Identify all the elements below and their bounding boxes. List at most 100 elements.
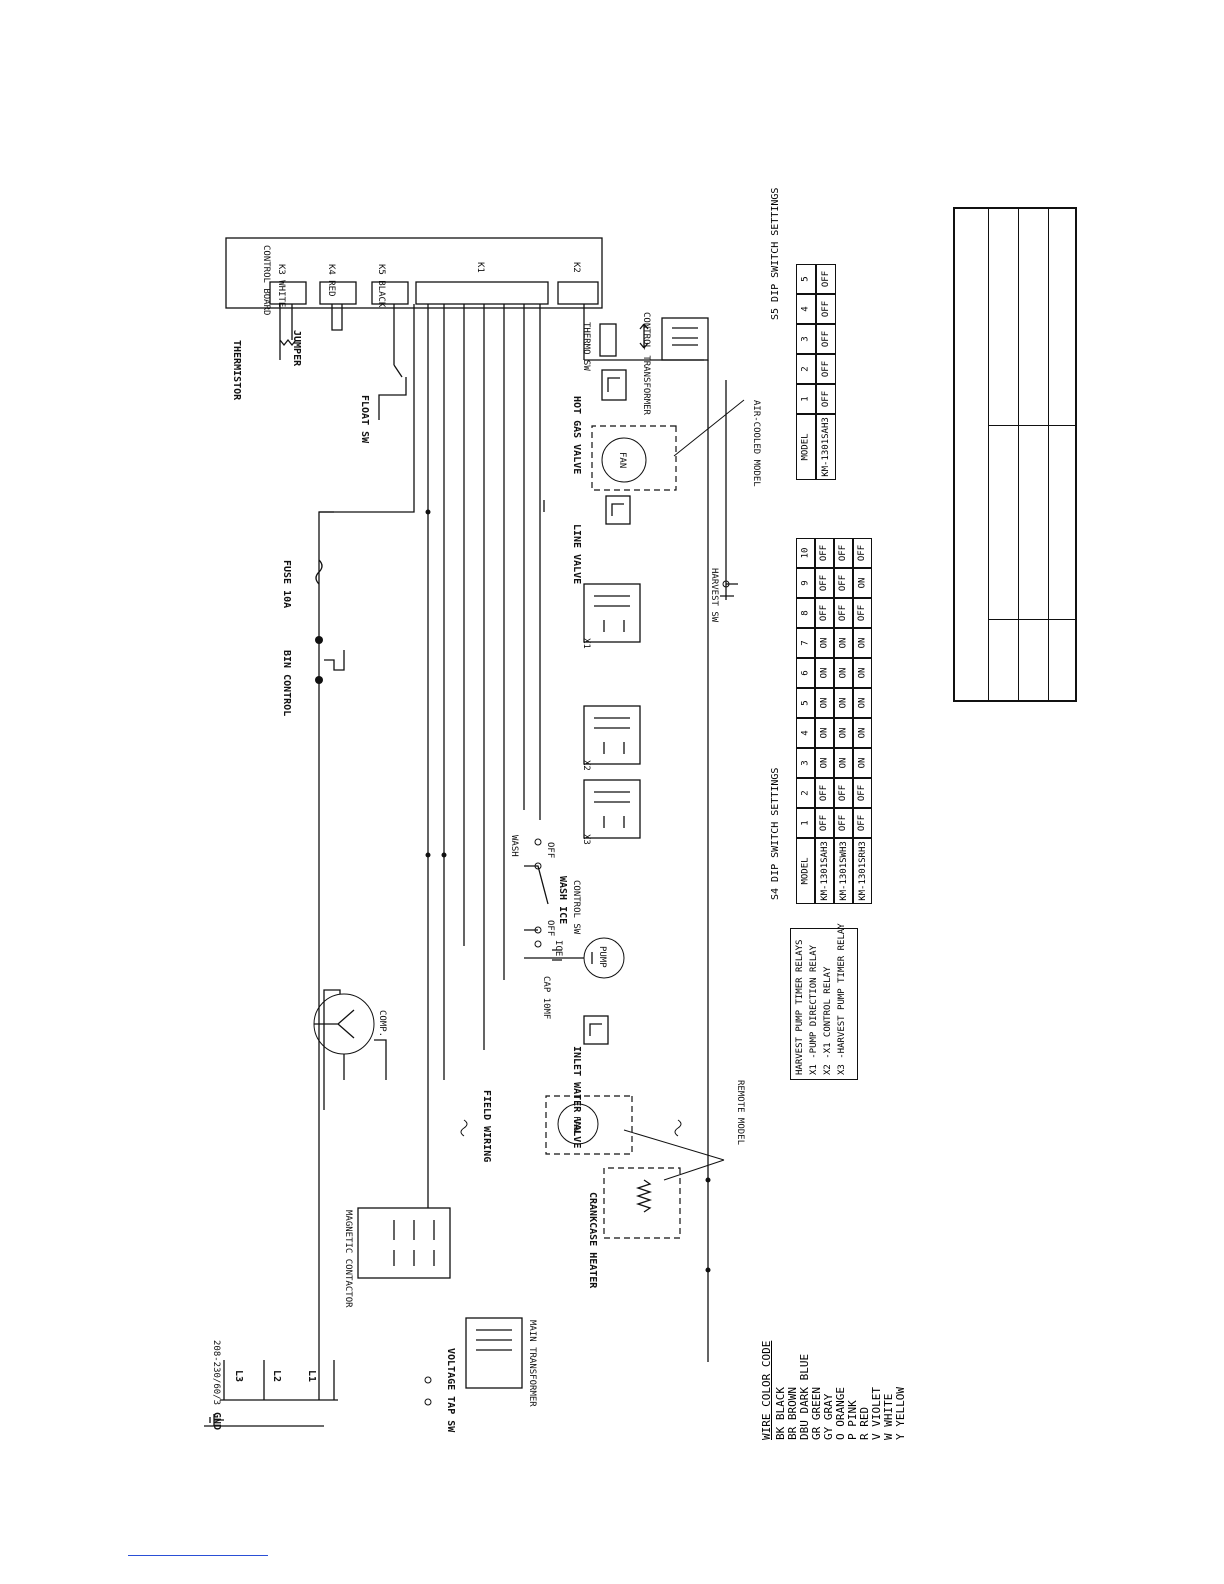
control-switch-off-1: OFF — [545, 842, 555, 858]
junction-5 — [705, 1267, 711, 1273]
s4-dip-table-cell: OFF — [815, 808, 834, 838]
thermistor-symbol — [279, 304, 297, 360]
fan-remote-dash — [545, 1095, 633, 1155]
line-valve-coil — [611, 503, 624, 516]
connector-k3-label: K3 WHITE — [276, 264, 286, 307]
connector-k1 — [415, 281, 549, 305]
s4-dip-table-cell: OFF — [815, 568, 834, 598]
control-board: CONTROL BOARD K3 WHITE K4 RED K5 BLACK K… — [225, 237, 603, 315]
s4-dip-table-header-cell: 7 — [796, 628, 815, 658]
rotated-schematic: CONTROL BOARD K3 WHITE K4 RED K5 BLACK K… — [204, 237, 761, 1433]
s5-dip-table-cell: OFF — [816, 294, 836, 324]
s4-dip-table-cell: OFF — [853, 538, 872, 568]
bin-control-contact-1 — [315, 636, 323, 644]
control-switch-ice: ICE — [553, 940, 563, 956]
control-switch-off-2: OFF — [545, 920, 555, 936]
title-block — [953, 207, 1077, 702]
thermo-switch-label: THERMO SW — [581, 322, 591, 371]
main-transformer-windings — [476, 1329, 512, 1351]
supply-l2: L2 — [271, 1370, 282, 1382]
inlet-water-valve: INLET WATER VALVE — [571, 1015, 609, 1148]
junction-1 — [425, 509, 431, 515]
wire-run-8 — [583, 304, 704, 361]
crankcase-heater-resistor — [635, 1179, 653, 1213]
s4-dip-table-cell: ON — [834, 658, 853, 688]
capacitor-label: CAP 10MF — [541, 976, 551, 1019]
ground-label: GND — [211, 1412, 222, 1430]
main-transformer-label: MAIN TRANSFORMER — [527, 1320, 537, 1407]
footer-rule — [128, 1555, 268, 1556]
fan-remote-circle — [557, 1103, 599, 1145]
main-transformer-box — [465, 1317, 523, 1389]
inlet-water-valve-box — [583, 1015, 609, 1045]
control-transformer-label: CONTROL TRANSFORMER — [641, 312, 651, 416]
s4-dip-table-header-cell: 6 — [796, 658, 815, 688]
magnetic-contactor-label: MAGNETIC CONTACTOR — [343, 1210, 353, 1308]
double-arrow — [639, 323, 649, 349]
relay-legend-title: HARVEST PUMP TIMER RELAYS — [795, 939, 805, 1075]
supply-lines — [204, 1360, 338, 1427]
harvest-switch: HARVEST SW — [709, 568, 738, 623]
s4-title: S4 DIP SWITCH SETTINGS — [770, 767, 781, 900]
relay-x1-box — [583, 583, 641, 643]
main-transformer: MAIN TRANSFORMER VOLTAGE TAP SW — [424, 1317, 537, 1433]
relay-x3-label: X3 — [581, 834, 591, 845]
field-wiring-squiggles — [460, 1119, 682, 1137]
s4-dip-table-cell: OFF — [834, 778, 853, 808]
s5-title: S5 DIP SWITCH SETTINGS — [770, 187, 781, 320]
s4-dip-table-cell: ON — [815, 628, 834, 658]
capacitor-symbol — [552, 949, 562, 961]
supply-label: 208-230/60/3 — [211, 1340, 221, 1405]
fan-motor-remote: FAN FIELD WIRING REMOTE MODEL — [460, 1080, 745, 1181]
s5-dip-table-cell: OFF — [816, 354, 836, 384]
bin-control: BIN CONTROL — [281, 636, 345, 716]
wire-run-9 — [318, 304, 415, 1400]
connector-k4-label: K4 RED — [326, 264, 336, 297]
relay-x2-label: X2 — [581, 760, 591, 771]
relay-legend-item: X3 -HARVEST PUMP TIMER RELAY — [837, 923, 847, 1075]
compressor-leads — [323, 989, 387, 1110]
line-valve-label: LINE VALVE — [571, 524, 582, 584]
s4-dip-table-cell: KM-1301SAH3 — [815, 838, 834, 904]
s4-dip-table-cell: OFF — [834, 568, 853, 598]
s4-dip-table-header-cell: 9 — [796, 568, 815, 598]
s4-dip-table-cell: ON — [815, 748, 834, 778]
jumper-wire — [331, 304, 343, 331]
relay-x1-internals — [594, 595, 630, 632]
float-switch-symbol — [378, 304, 407, 420]
relay-x2-box — [583, 705, 641, 765]
air-cooled-leader — [673, 399, 745, 457]
wire-color-code-title: WIRE COLOR CODE — [760, 1340, 773, 1440]
remote-model-leader — [623, 1129, 725, 1181]
connector-k2-label: K2 — [571, 262, 581, 273]
transformer-windings — [672, 327, 698, 346]
s4-dip-table-cell: OFF — [853, 598, 872, 628]
junction-3 — [441, 852, 447, 858]
harvest-switch-label: HARVEST SW — [709, 568, 719, 623]
field-wiring-label: FIELD WIRING — [481, 1090, 492, 1162]
junction-4 — [705, 1177, 711, 1183]
s4-dip-table-cell: ON — [853, 688, 872, 718]
s4-dip-table-header-cell: 1 — [796, 808, 815, 838]
voltage-tap-contact-1 — [424, 1376, 432, 1384]
relay-x2-internals — [594, 717, 630, 754]
compressor-label: COMP. — [377, 1010, 387, 1037]
compressor: COMP. — [313, 989, 387, 1110]
s4-dip-table-cell: ON — [853, 748, 872, 778]
hot-gas-valve: HOT GAS VALVE — [571, 369, 627, 474]
s4-dip-table-cell: ON — [853, 568, 872, 598]
relay-x3-box — [583, 779, 641, 839]
s4-dip-table-header-cell: 3 — [796, 748, 815, 778]
s4-dip-table-cell: ON — [815, 688, 834, 718]
compressor-windings — [314, 1009, 355, 1039]
s4-dip-table-cell: OFF — [834, 808, 853, 838]
line-valve-box — [605, 495, 631, 525]
harvest-switch-symbol — [720, 583, 738, 597]
s4-dip-table-cell: OFF — [834, 538, 853, 568]
fuse-symbol — [315, 511, 334, 585]
title-block-col-1 — [988, 209, 989, 700]
s4-dip-table-cell: ON — [834, 748, 853, 778]
